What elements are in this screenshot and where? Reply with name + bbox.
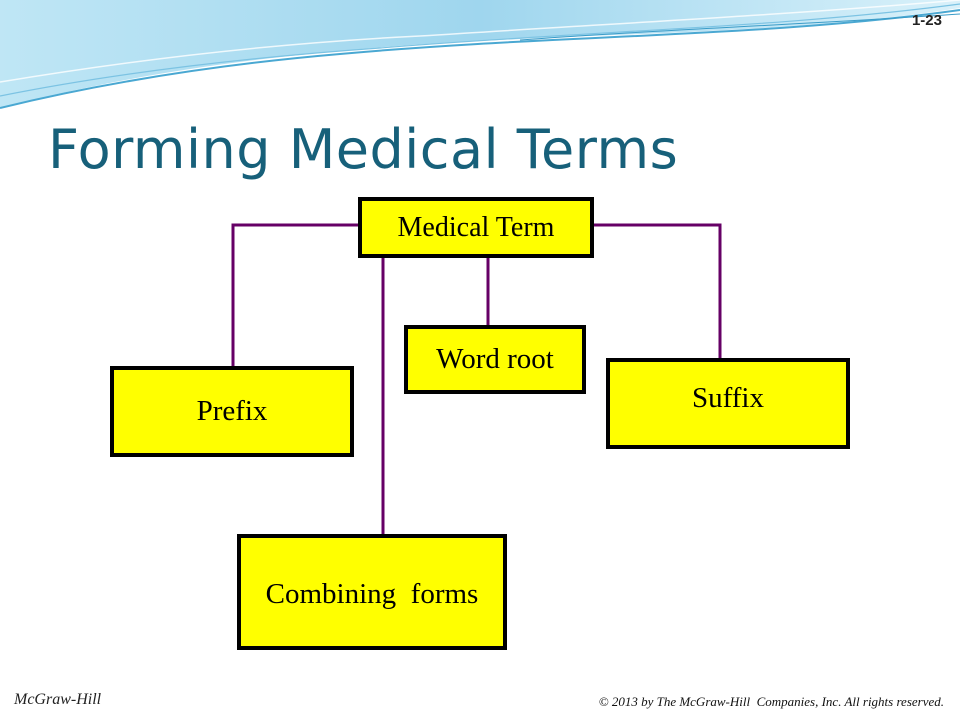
copyright-notice: © 2013 by The McGraw-Hill Companies, Inc… [598, 694, 944, 709]
word-root-box: Word root [404, 325, 586, 394]
prefix-box: Prefix [110, 366, 354, 457]
medical-term-box: Medical Term [358, 197, 594, 258]
slide-number: 1-23 [911, 12, 942, 29]
publisher-label: McGraw-Hill [14, 691, 102, 708]
header-wave-decoration [0, 0, 960, 109]
slide-title: Forming Medical Terms [48, 118, 679, 181]
suffix-box: Suffix [606, 358, 850, 449]
connector-suffix [593, 223, 722, 358]
combining-forms-box: Combining forms [237, 534, 507, 650]
connector-prefix [231, 223, 360, 366]
